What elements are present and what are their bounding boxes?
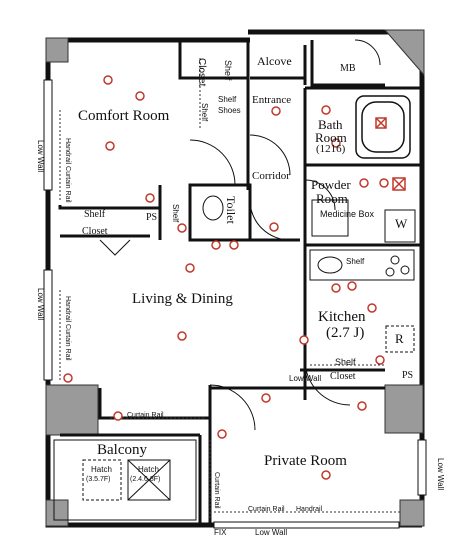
hatch-1-size: (3.5.7F) xyxy=(86,476,111,483)
ps-right-label: PS xyxy=(402,370,414,381)
corridor-label: Corridor xyxy=(252,170,290,182)
fix-label: FIX xyxy=(214,528,227,537)
shelf-entrance-label: Shelf xyxy=(218,95,237,104)
low-wall-label-4: Low Wall xyxy=(255,528,288,537)
mb-label: MB xyxy=(340,63,356,74)
powder-room-label: Powder xyxy=(311,177,351,192)
balcony-label: Balcony xyxy=(97,442,147,458)
private-room-label: Private Room xyxy=(264,453,347,469)
handrail-label: Handrail xyxy=(296,506,323,513)
bath-room-label-2: Room xyxy=(315,130,347,145)
hatch-2-label: Hatch xyxy=(138,465,159,474)
door-swings xyxy=(99,39,381,431)
dotted-lines xyxy=(59,58,400,520)
shelf-kitchen-label: Shelf xyxy=(346,257,365,266)
handrail-curtain-label-2: Handrail Curtain Rail xyxy=(64,296,71,361)
closet-left-label: Closet xyxy=(82,226,108,237)
hatch-2-size: (2.4.6.8F) xyxy=(130,476,161,483)
shoes-label: Shoes xyxy=(218,106,241,115)
kitchen-label: Kitchen xyxy=(318,309,366,325)
shelf-left-label: Shelf xyxy=(84,209,106,220)
low-wall-label-2: Low Wall xyxy=(36,288,45,321)
shelf-comfort-label: Shelf xyxy=(200,103,209,122)
comfort-room-label: Comfort Room xyxy=(78,108,170,124)
powder-room-label-2: Room xyxy=(316,191,348,206)
balcony-rail xyxy=(53,439,197,521)
columns xyxy=(45,29,425,527)
low-wall-label-1: Low Wall xyxy=(36,140,45,173)
outlets xyxy=(63,75,389,480)
w-label: W xyxy=(395,216,408,231)
closet-private-label: Closet xyxy=(330,371,356,382)
shelf-private-label: Shelf xyxy=(335,357,356,367)
curtain-rail-label-2: Curtain Rail xyxy=(213,472,220,509)
bath-size: (1216) xyxy=(316,143,346,155)
low-wall-label-5: Low Wall xyxy=(289,374,322,383)
handrail-curtain-label-1: Handrail Curtain Rail xyxy=(64,138,71,203)
exhaust-fans xyxy=(375,117,406,191)
washer-box xyxy=(384,209,416,243)
alcove-label: Alcove xyxy=(257,54,292,68)
closet-top-label: Closet xyxy=(196,58,207,87)
curtain-rail-label-1: Curtain Rail xyxy=(127,412,164,419)
kitchen-size: (2.7 J) xyxy=(326,325,365,341)
bath-room-label: Bath xyxy=(318,117,343,132)
bathtub xyxy=(355,95,411,159)
medicine-box-label: Medicine Box xyxy=(320,209,375,219)
r-label: R xyxy=(395,331,404,346)
low-wall-label-3: Low Wall xyxy=(436,458,445,491)
toilet-label: Toilet xyxy=(224,196,238,224)
shelf-top-label: Shelf xyxy=(223,60,233,81)
kitchen-counter xyxy=(309,249,415,281)
living-dining-label: Living & Dining xyxy=(132,291,233,307)
hatch-1-label: Hatch xyxy=(91,465,112,474)
entrance-label: Entrance xyxy=(252,94,292,106)
hatches xyxy=(82,459,171,501)
shelf-toilet-label: Shelf xyxy=(171,204,180,223)
fridge-space xyxy=(385,325,415,353)
wash-basin xyxy=(311,199,349,237)
windows xyxy=(43,79,427,529)
curtain-rail-label-3: Curtain Rail xyxy=(248,506,285,513)
ps-left-label: PS xyxy=(146,212,158,223)
toilet-bowl xyxy=(202,195,224,221)
